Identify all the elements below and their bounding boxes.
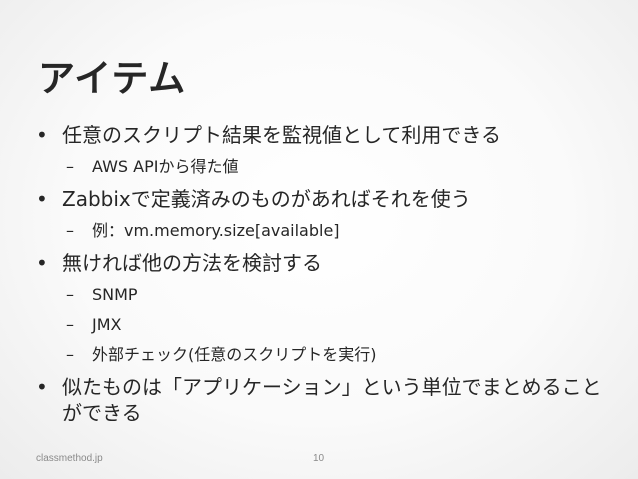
bullet-item: • 任意のスクリプト結果を監視値として利用できる: [36, 122, 616, 148]
dash-icon: –: [66, 315, 74, 334]
sub-bullet-item: – 例：vm.memory.size[available]: [36, 220, 616, 242]
sub-bullet-item: – JMX: [36, 314, 616, 336]
bullet-icon: •: [36, 375, 48, 399]
dash-icon: –: [66, 285, 74, 304]
bullet-text: 無ければ他の方法を検討する: [62, 251, 322, 275]
dash-icon: –: [66, 345, 74, 364]
footer-source: classmethod.jp: [36, 453, 103, 464]
dash-icon: –: [66, 221, 74, 240]
sub-bullet-item: – SNMP: [36, 284, 616, 306]
bullet-item: • Zabbixで定義済みのものがあればそれを使う: [36, 186, 616, 212]
sub-bullet-text: AWS APIから得た値: [92, 157, 239, 176]
sub-bullet-text: SNMP: [92, 285, 138, 304]
bullet-icon: •: [36, 251, 48, 275]
bullet-item: • 無ければ他の方法を検討する: [36, 250, 616, 276]
bullet-icon: •: [36, 187, 48, 211]
slide-body: • 任意のスクリプト結果を監視値として利用できる – AWS APIから得た値 …: [36, 122, 616, 434]
sub-bullet-text: JMX: [92, 315, 122, 334]
page-number: 10: [313, 453, 325, 464]
sub-bullet-text: 外部チェック(任意のスクリプトを実行): [92, 345, 377, 364]
sub-bullet-item: – 外部チェック(任意のスクリプトを実行): [36, 344, 616, 366]
bullet-icon: •: [36, 123, 48, 147]
bullet-text: Zabbixで定義済みのものがあればそれを使う: [62, 187, 471, 211]
slide-title: アイテム: [38, 57, 187, 100]
dash-icon: –: [66, 157, 74, 176]
sub-bullet-text: 例：vm.memory.size[available]: [92, 221, 340, 240]
sub-bullet-item: – AWS APIから得た値: [36, 156, 616, 178]
bullet-item: • 似たものは「アプリケーション」という単位でまとめることができる: [36, 374, 616, 426]
bullet-text: 似たものは「アプリケーション」という単位でまとめることができる: [62, 375, 602, 425]
bullet-text: 任意のスクリプト結果を監視値として利用できる: [62, 123, 501, 147]
